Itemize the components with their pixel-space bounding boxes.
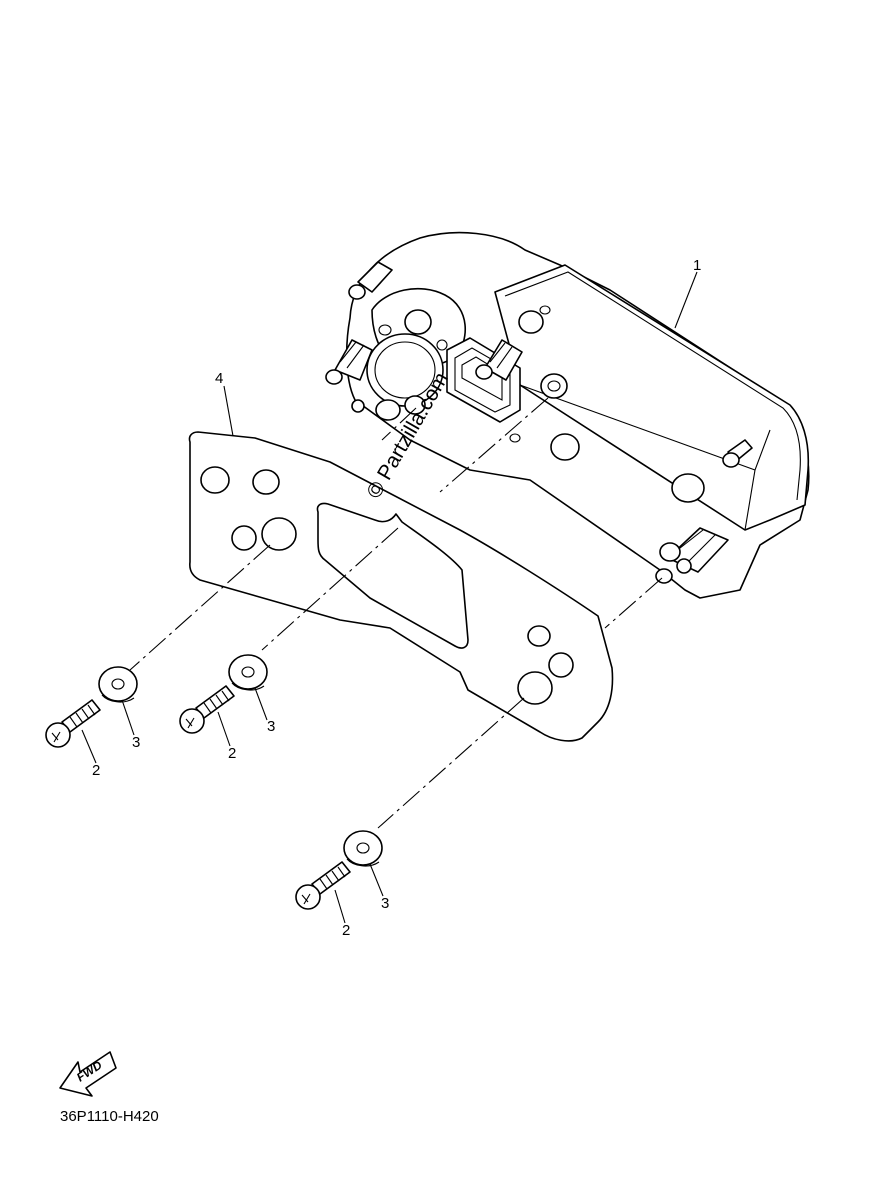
washer-3 xyxy=(343,830,383,867)
callout-3-a: 3 xyxy=(132,734,140,751)
callout-3-c: 3 xyxy=(381,895,389,912)
meter-assembly xyxy=(325,231,810,599)
screw-1 xyxy=(45,699,101,748)
callout-3-b: 3 xyxy=(267,718,275,735)
leader-lines xyxy=(81,271,698,924)
callout-4: 4 xyxy=(215,370,223,387)
callout-2-b: 2 xyxy=(228,745,236,762)
washer-1 xyxy=(98,666,138,703)
fwd-arrow-icon: FWD xyxy=(59,1051,117,1097)
screw-3 xyxy=(295,861,351,910)
assembly-center-lines xyxy=(129,397,663,829)
washer-2 xyxy=(228,654,268,691)
callout-2-c: 2 xyxy=(342,922,350,939)
mounting-bracket xyxy=(188,431,614,742)
callout-2-a: 2 xyxy=(92,762,100,779)
screw-2 xyxy=(179,685,235,734)
part-code-label: 36P1110-H420 xyxy=(60,1108,159,1125)
callout-1: 1 xyxy=(693,257,701,274)
